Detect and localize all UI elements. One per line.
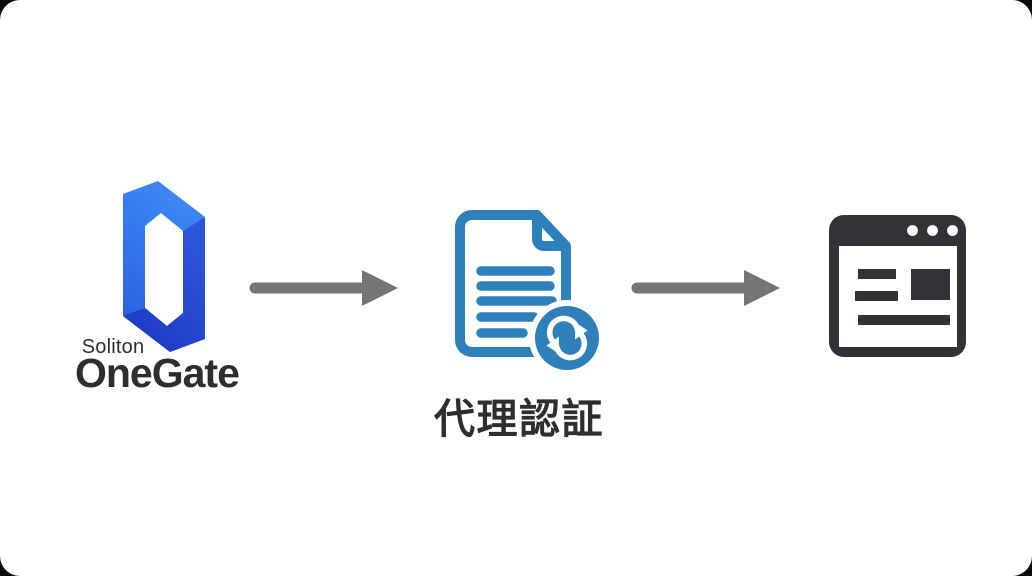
arrow-right-icon	[249, 270, 398, 306]
arrow-head	[362, 270, 398, 306]
browser-window-icon	[829, 215, 966, 357]
soliton-onegate-logo-icon	[123, 181, 205, 352]
arrow-right-icon	[631, 270, 780, 306]
document-text-lines	[476, 266, 557, 338]
browser-titlebar-dots	[907, 225, 958, 236]
sync-badge-circle	[535, 306, 599, 370]
logo-brand-text: Soliton	[81, 336, 145, 358]
document-sync-icon	[455, 210, 605, 376]
sync-arrows	[546, 315, 588, 361]
logo-product-text: OneGate	[75, 350, 240, 396]
arrow-head	[744, 270, 780, 306]
sync-icon	[529, 300, 605, 376]
proxy-auth-label: 代理認証	[434, 396, 604, 442]
browser-content-blocks	[855, 269, 950, 325]
logo-ring-shadow-faces	[123, 217, 205, 352]
document-fold-flap	[532, 212, 568, 251]
